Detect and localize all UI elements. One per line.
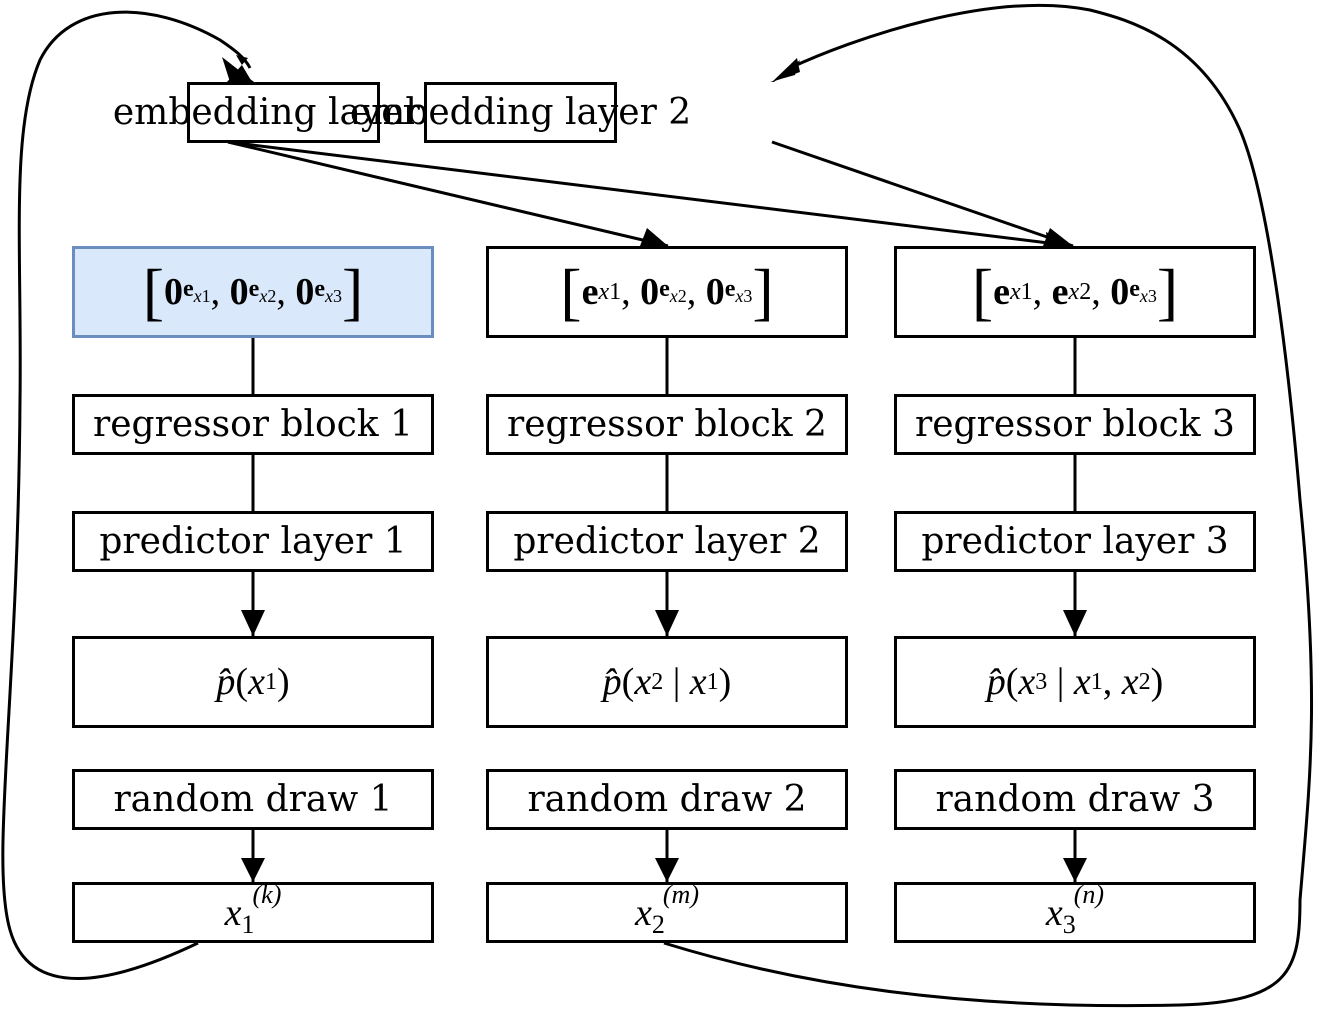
feedback-loop-2 xyxy=(663,3,1314,1008)
random-draw-1: random draw 1 xyxy=(72,769,434,830)
regressor-block-1: regressor block 1 xyxy=(72,394,434,455)
predictor-layer-3: predictor layer 3 xyxy=(894,511,1256,572)
embed1-to-input3 xyxy=(227,140,1074,248)
embed1-to-input2 xyxy=(227,140,669,248)
predictor-layer-1: predictor layer 1 xyxy=(72,511,434,572)
arrowhead-input2 xyxy=(640,228,668,246)
feedback-loop-1 xyxy=(1,10,252,980)
embedding-layer-2: embedding layer 2 xyxy=(350,82,691,143)
embed2-to-input3 xyxy=(771,140,1074,248)
random-draw-2: random draw 2 xyxy=(486,769,848,830)
random-draw-3: random draw 3 xyxy=(894,769,1256,830)
regressor-block-3: regressor block 3 xyxy=(894,394,1256,455)
predictor-layer-2: predictor layer 2 xyxy=(486,511,848,572)
regressor-block-2: regressor block 2 xyxy=(486,394,848,455)
